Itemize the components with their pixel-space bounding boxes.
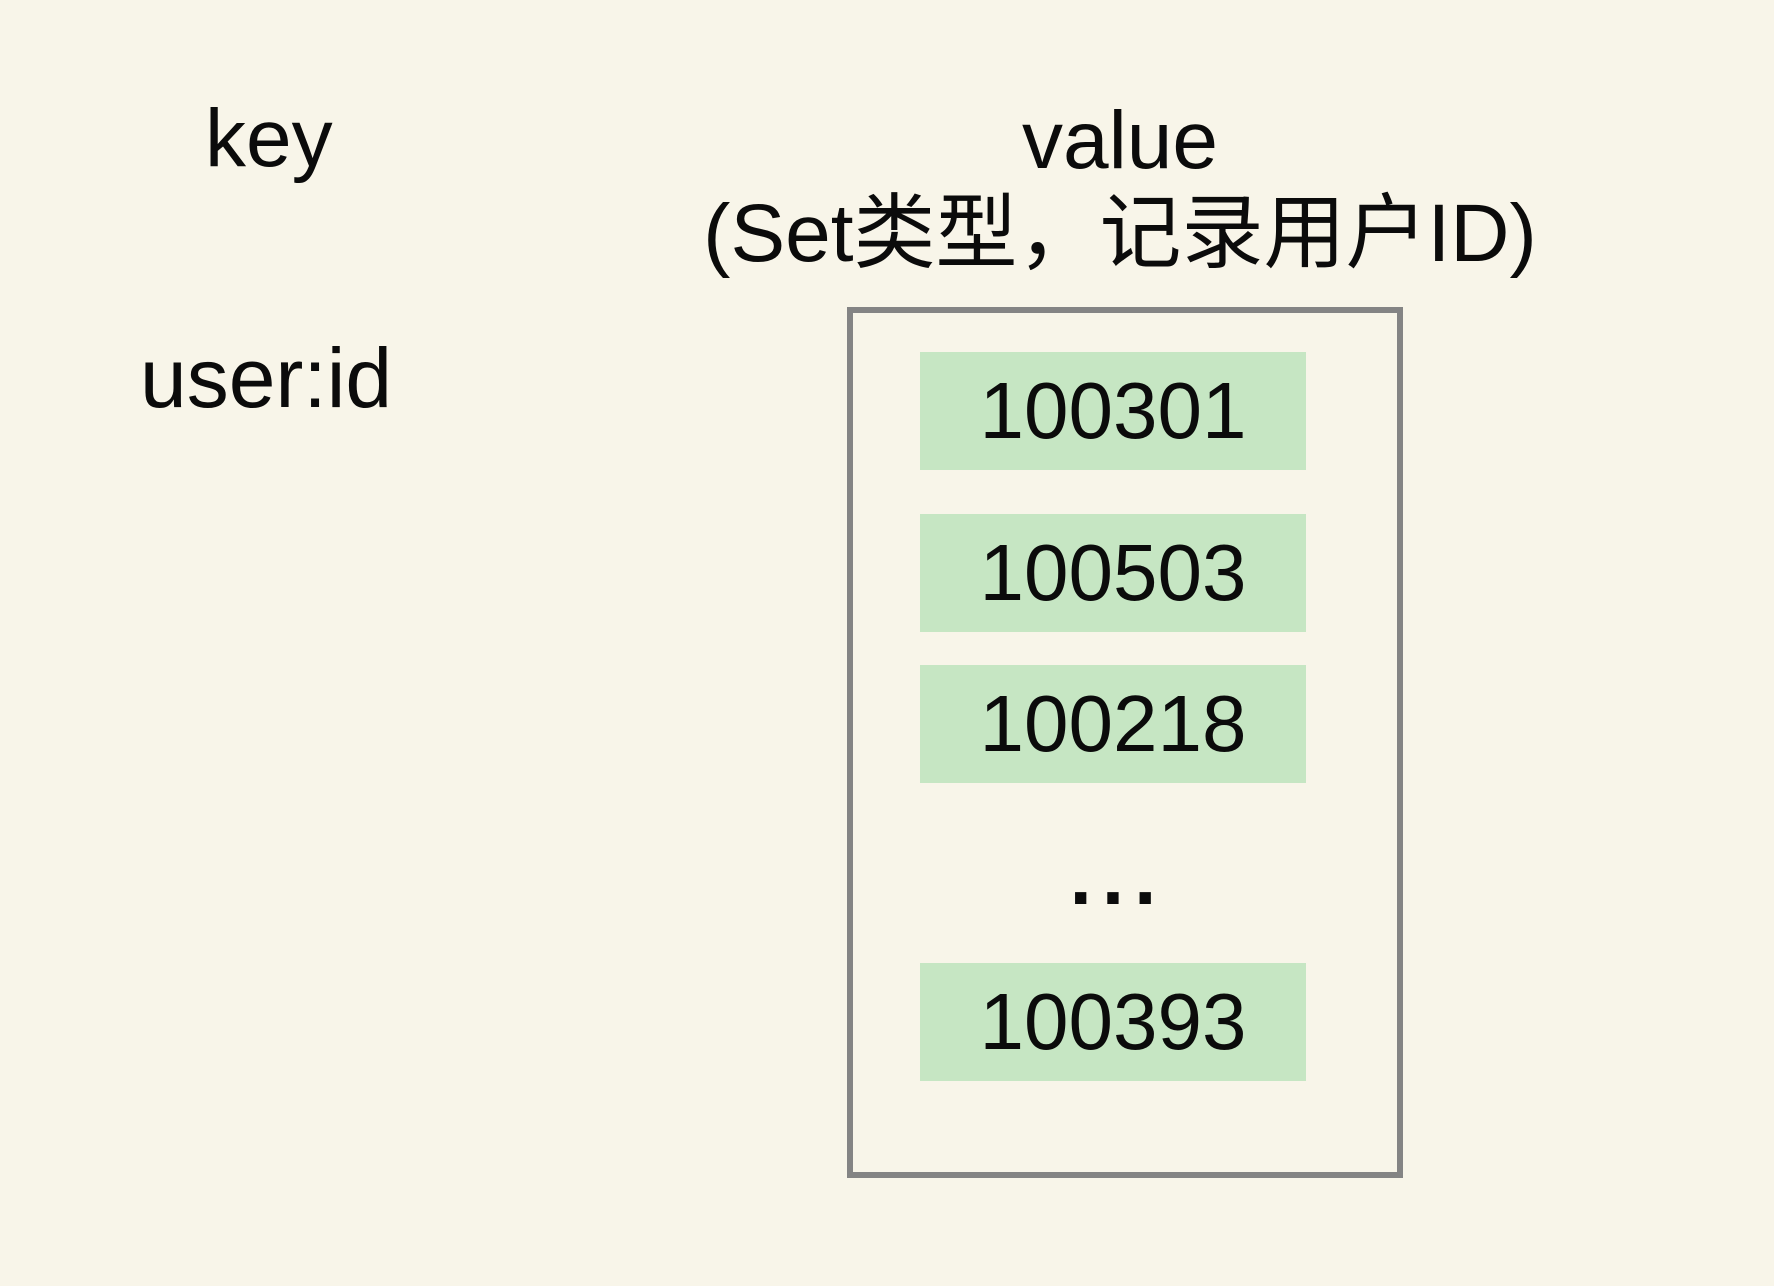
set-item: 100301 [920,352,1306,470]
set-item: 100393 [920,963,1306,1081]
set-item: 100503 [920,514,1306,632]
key-entry: user:id [140,331,393,425]
ellipsis: ... [1069,832,1167,921]
key-column-header: key [205,93,333,184]
set-item: 100218 [920,665,1306,783]
value-column-subtitle: (Set类型，记录用户ID) [703,188,1537,279]
value-column-header: value [1021,95,1219,186]
set-value-box: 100301 100503 100218 ... 100393 [847,307,1403,1178]
